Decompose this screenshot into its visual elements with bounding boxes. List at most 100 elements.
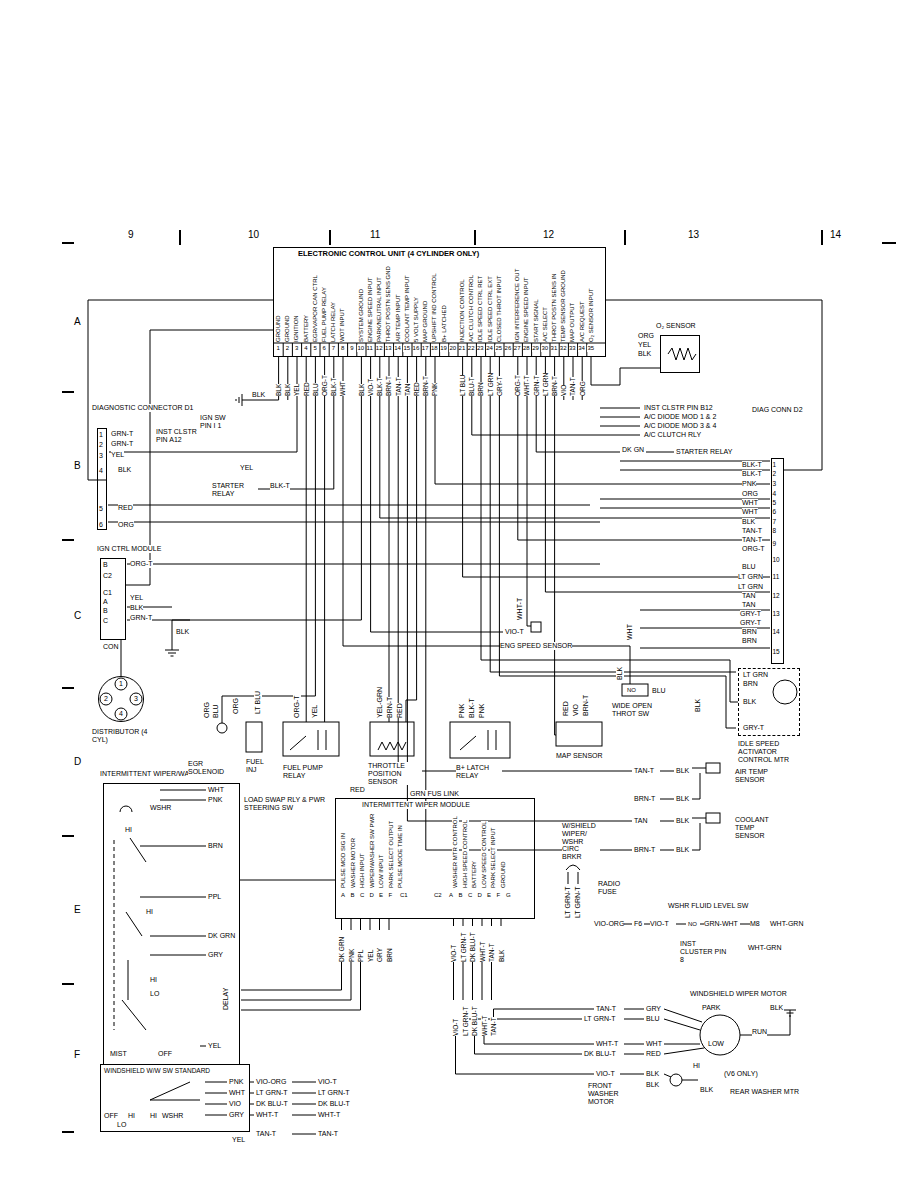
grid-reference: 11 (370, 229, 380, 240)
wire-label: WHT-GRN (748, 944, 781, 952)
component-label: 6 (773, 508, 777, 515)
wire-label: WHT-T (516, 598, 524, 620)
pin-grid (273, 343, 606, 357)
wire-label: GRY (646, 1005, 661, 1013)
wire-label: BLU (652, 687, 666, 695)
wire-label: WHT (339, 381, 346, 396)
component-label: IGN INTERFERENCE OUT (514, 269, 521, 342)
wire-label: BRN (742, 628, 757, 636)
component-label: THROT POSTN SENS IN (551, 273, 558, 342)
component-label: WIPER/WASHER SW PWR (369, 814, 376, 888)
wire-label: BRN-T (634, 795, 655, 803)
component-label: PPL (208, 893, 221, 901)
wire-label: BLK (676, 846, 689, 854)
wire-label: EGR SOLENOID (188, 760, 230, 776)
wire-label: ORG (118, 521, 134, 529)
wire-label: WHT-T (256, 1111, 278, 1119)
component-label: HIGH INPUT (359, 853, 366, 888)
switch-linkage (114, 840, 115, 1030)
component-label: D (478, 892, 482, 899)
wire-label: THROTTLE POSITION SENSOR (368, 762, 422, 785)
wire-label: YEL (311, 705, 319, 718)
grid-reference: 10 (248, 229, 259, 240)
wire-label: BRN-T (551, 376, 558, 396)
component-label: DELAY (222, 988, 230, 1010)
wire-label: DK GN (622, 446, 644, 454)
wire-label: TAN-T (256, 1130, 276, 1138)
wire-label: WHT-GRN (770, 920, 803, 928)
component-label: WSHR (150, 804, 171, 812)
relay-symbol (450, 722, 510, 758)
wire-label: BLK (700, 1086, 713, 1094)
component-label: 28 (523, 345, 530, 352)
wire-label: DK BLU-T (318, 1100, 350, 1108)
wire-label: TAN (742, 601, 755, 609)
wire-label: ENG SPEED SENSOR (500, 642, 572, 650)
component-label: 17 (422, 345, 429, 352)
component-label: G (506, 892, 511, 899)
component-label: WASHER MOTOR (350, 838, 357, 888)
component-label: O₂ SENSOR INPUT (588, 288, 595, 342)
component-label: 8 (341, 345, 344, 352)
grid-reference: A (74, 316, 81, 327)
component-label: 9 (350, 345, 353, 352)
wire-label: TAN-T (596, 1005, 616, 1013)
component-label: WSHR (162, 1112, 183, 1120)
component-label: 3 (773, 480, 777, 487)
wire-label: TAN (404, 383, 411, 396)
component-label: MAP OUTPUT (569, 303, 576, 342)
wire-label: PARK (702, 1004, 721, 1012)
wire-label: TAN (742, 592, 755, 600)
terminal-ring (130, 693, 142, 705)
wire-label: DK BLU-T (469, 932, 476, 962)
wire (660, 768, 706, 850)
wire-label: RED (413, 382, 420, 396)
wire-label: PNK (431, 383, 438, 396)
wire-label: GRN-T (111, 440, 133, 448)
wire-label: LT GRN-T (574, 886, 582, 918)
component-label: EGR/VAPOR CAN CTRL (312, 275, 319, 342)
wire-label: BLK (358, 384, 365, 396)
component-label: 7 (773, 518, 777, 525)
wire-label: W/SHIELD WIPER/ WSHR CIRC BRKR (562, 822, 600, 861)
wire-label: NO (688, 921, 697, 928)
wire-label: RED (118, 504, 133, 512)
component-label: 32 (560, 345, 567, 352)
sensor-resistor (290, 348, 696, 750)
component-label: INJECTION CONTROL (459, 279, 466, 342)
wire-label: LOAD SWAP RLY & PWR STEERING SW (244, 796, 330, 812)
sensor-symbol (706, 813, 720, 823)
wire-label: WHT-T (523, 375, 530, 396)
wire (108, 408, 770, 676)
wire-label: LT GRN (487, 373, 494, 396)
wire-label: PNK (458, 704, 466, 718)
component-label: ENGINE SPEED INPUT (523, 277, 530, 342)
component-label: 31 (551, 345, 558, 352)
wire-label: LT BLU (254, 691, 262, 714)
component-label: 7 (332, 345, 335, 352)
wire-label: BLK-T (742, 470, 762, 478)
component-label: HIGH SPEED CONTROL (462, 820, 469, 888)
component-label: LO (117, 1121, 126, 1129)
component-label: BATTERY (471, 861, 478, 888)
component-label: 34 (578, 345, 585, 352)
component-label: 24 (486, 345, 493, 352)
terminal-ring (100, 693, 112, 705)
wire-label: BLK (616, 667, 624, 680)
wire-label: REAR WASHER MTR (730, 1088, 799, 1096)
wire-label: ORG (203, 702, 211, 718)
component-label: 5 (99, 505, 103, 513)
wire-label: BLK (118, 466, 131, 474)
wire-label: LT GRN-T (318, 1089, 350, 1097)
component-label: 20 (449, 345, 456, 352)
component-label: TEMP SENSOR GROUND (560, 270, 567, 342)
component-label: A/C SELECT (542, 307, 549, 342)
component-label: GRY-T (743, 724, 764, 732)
component-label: 35 (587, 345, 594, 352)
component-label: 26 (505, 345, 512, 352)
component-label: 13 (773, 610, 780, 617)
wire-label: BLK (694, 699, 702, 712)
component-label: C2 (434, 892, 442, 899)
switch-contacts (120, 790, 316, 1134)
wire-label: BLU (646, 1015, 660, 1023)
